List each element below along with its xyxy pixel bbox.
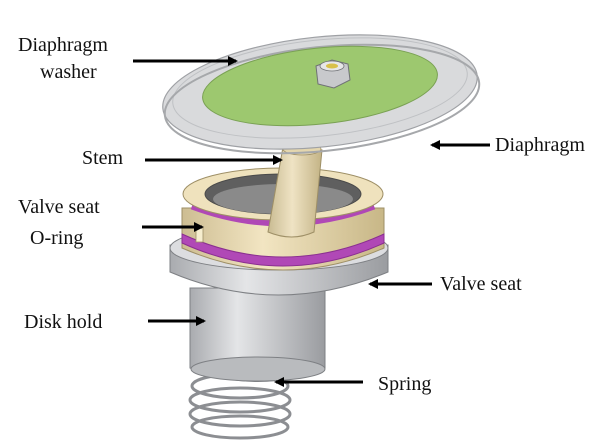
valve-seat-o-ring bbox=[181, 233, 385, 267]
diaphragm bbox=[162, 34, 481, 155]
label-valve-seat-o-ring-line2: O-ring bbox=[30, 227, 83, 249]
label-stem: Stem bbox=[82, 147, 124, 169]
label-diaphragm-washer-line2: washer bbox=[40, 61, 97, 83]
label-spring: Spring bbox=[378, 373, 431, 395]
label-valve-seat-o-ring-line1: Valve seat bbox=[18, 196, 100, 218]
stem bbox=[267, 142, 323, 238]
diaphragm-washer bbox=[202, 45, 438, 127]
nut bbox=[315, 59, 351, 89]
label-diaphragm: Diaphragm bbox=[495, 134, 585, 156]
spring bbox=[188, 372, 292, 440]
label-diaphragm-washer-line1: Diaphragm bbox=[18, 34, 108, 56]
label-disk-hold: Disk hold bbox=[24, 311, 102, 333]
label-valve-seat: Valve seat bbox=[440, 273, 522, 295]
disk-hold bbox=[189, 287, 326, 382]
